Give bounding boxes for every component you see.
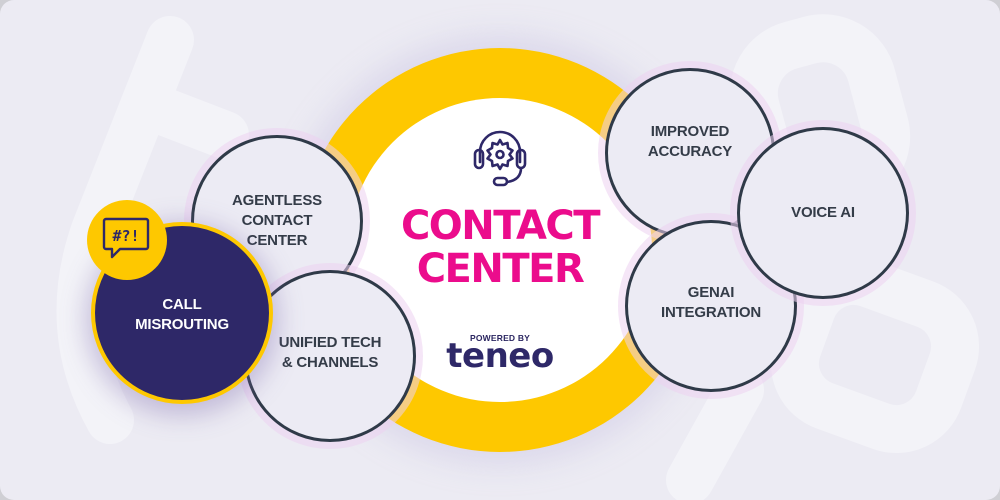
teneo-logo: teneo	[446, 336, 554, 376]
center-title-line2: CENTER	[416, 246, 585, 292]
bubble-label: CALL MISROUTING	[135, 296, 229, 333]
bubble-unified-tech-channels: UNIFIED TECH & CHANNELS	[244, 270, 416, 442]
bubble-label: IMPROVED ACCURACY	[647, 123, 733, 160]
center-title-line1: CONTACT	[400, 203, 601, 249]
bubble-label: VOICE AI	[791, 204, 855, 221]
badge-text: #?!	[112, 227, 139, 245]
bubble-label: GENAI INTEGRATION	[660, 284, 762, 321]
bubble-label: AGENTLESS CONTACT CENTER	[232, 192, 322, 249]
powered-by-label: POWERED BY	[469, 333, 531, 343]
headset-gear-icon	[473, 130, 527, 187]
center-title: CONTACT CENTER	[380, 205, 620, 291]
bubble-label: UNIFIED TECH & CHANNELS	[278, 334, 382, 371]
misrouting-badge: #?!	[87, 200, 167, 280]
bubble-voice-ai: VOICE AI	[737, 127, 909, 299]
speech-bubble-icon: #?!	[102, 217, 150, 259]
